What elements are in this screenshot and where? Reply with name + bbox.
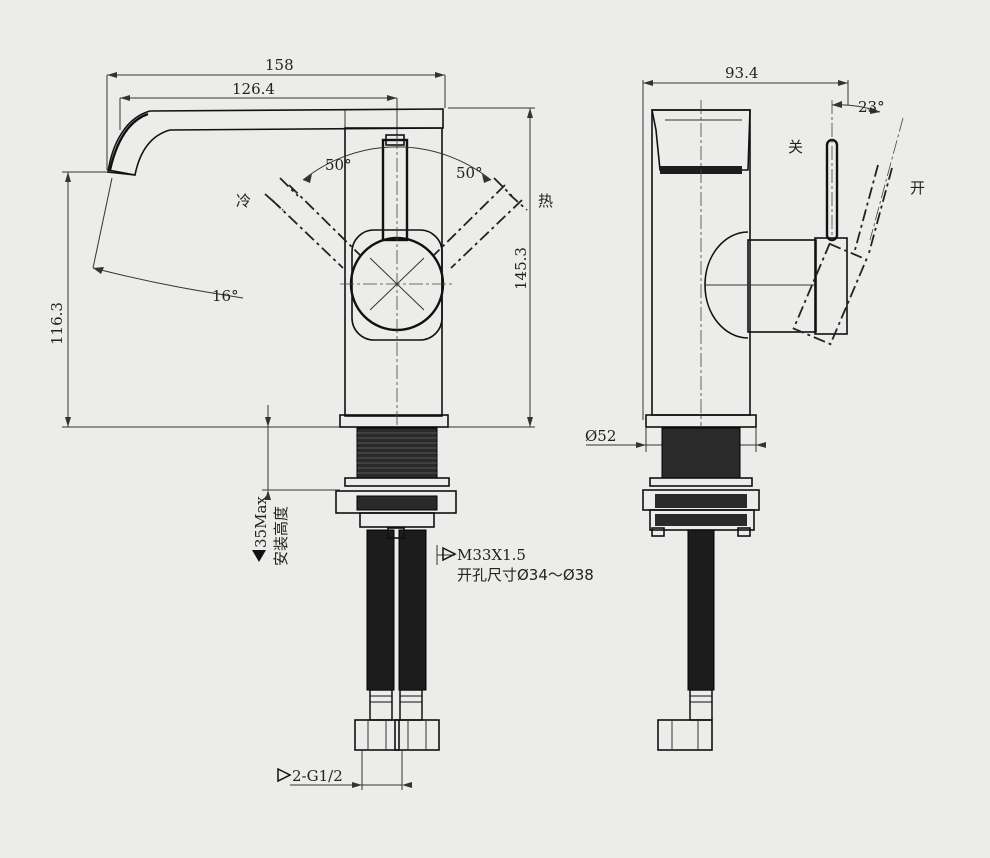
dim-spout-height-label: 116.3	[48, 302, 66, 345]
label-off: 关	[788, 138, 803, 156]
hex-nut-left	[354, 719, 400, 751]
hose-cold	[366, 529, 395, 691]
side-hose	[687, 529, 715, 691]
dim-spout-reach-label: 126.4	[232, 80, 275, 98]
dim-total-width-label: 158	[265, 56, 294, 74]
side-shank	[661, 427, 741, 479]
thread-spec: M33X1.5	[457, 546, 526, 564]
base-plate	[339, 414, 449, 428]
angle-lever-label: 23°	[858, 98, 885, 116]
dim-depth-label: 93.4	[725, 64, 758, 82]
handle-stem	[381, 138, 409, 242]
cold-handle-position	[264, 177, 361, 269]
angle-right-label: 50°	[456, 164, 483, 182]
dim-total-height	[448, 107, 535, 427]
install-height-marker	[252, 550, 266, 562]
hex-nut-right	[394, 719, 440, 751]
angle-spout-label: 16°	[212, 287, 239, 305]
dim-total-height-label: 145.3	[512, 247, 530, 290]
install-height-label: 安装高度	[272, 506, 290, 566]
install-height-dim: 35Max	[252, 496, 270, 548]
dim-total-width	[106, 72, 446, 170]
dim-base-diameter: Ø52	[585, 427, 616, 445]
side-view: 93.4 23° 关 开	[585, 64, 925, 751]
washer	[344, 477, 450, 487]
rotation-arc	[302, 146, 492, 181]
lever-open	[792, 164, 893, 346]
hot-handle-position	[433, 177, 528, 269]
dim-spout-height	[62, 171, 110, 427]
label-on: 开	[910, 179, 925, 197]
side-hex-nut	[657, 719, 713, 751]
hose-connection-marker	[277, 767, 292, 783]
spout	[107, 108, 444, 176]
label-cold: 冷	[236, 192, 251, 210]
faucet-body	[344, 127, 443, 417]
angle-left-label: 50°	[325, 156, 352, 174]
label-hot: 热	[538, 192, 553, 210]
front-view: 158 126.4 116.3 145.3	[48, 56, 594, 790]
thread-marker	[442, 546, 457, 562]
lock-nut	[359, 512, 435, 528]
hole-size: 开孔尺寸Ø34～Ø38	[457, 566, 594, 584]
hose-connection: 2-G1/2	[292, 767, 343, 785]
hose-hot	[398, 529, 427, 691]
